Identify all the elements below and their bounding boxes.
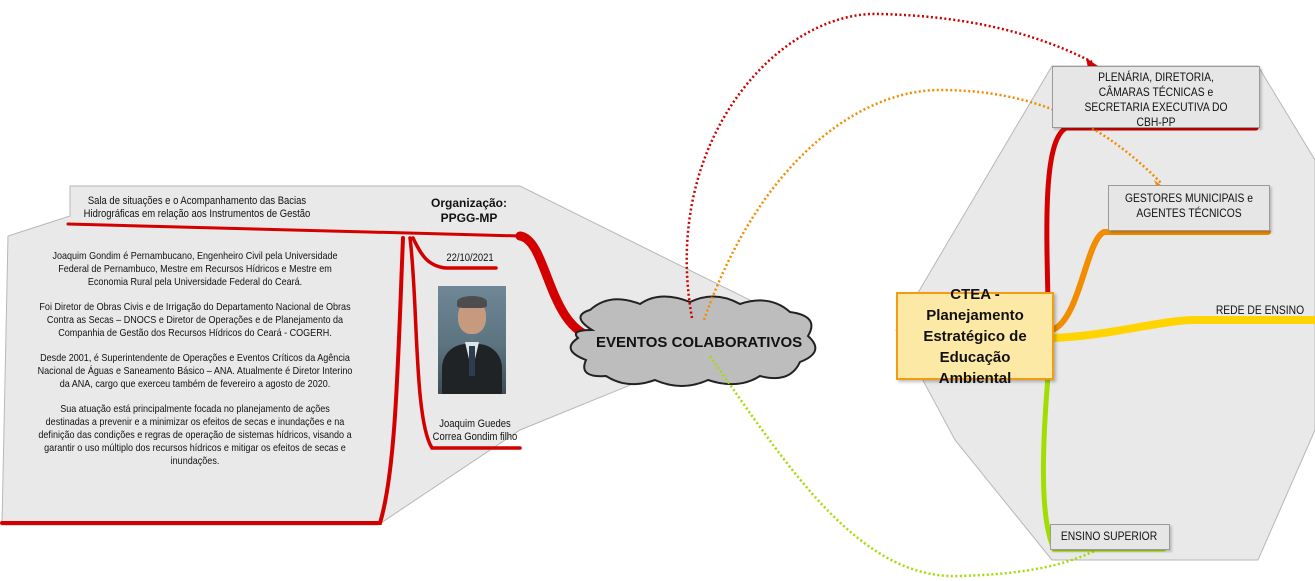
red-arrowhead <box>1086 58 1098 68</box>
topic-connector <box>66 222 522 238</box>
gestores-box[interactable] <box>1108 185 1270 231</box>
bio-branch <box>0 236 405 525</box>
organization-label: Organização: PPGG-MP <box>430 196 508 225</box>
gestores-label: GESTORES MUNICIPAIS e AGENTES TÉCNICOS <box>1124 191 1254 220</box>
person-branch <box>408 236 522 450</box>
central-topic[interactable]: CTEA - Planejamento Estratégico de Educa… <box>896 286 1054 387</box>
bio-text: Joaquim Gondim é Pernambucano, Engenheir… <box>38 250 353 480</box>
plenaria-connector <box>1044 125 1259 303</box>
hub-label[interactable]: EVENTOS COLABORATIVOS <box>596 334 803 351</box>
plenaria-box[interactable] <box>1052 66 1260 128</box>
bio-paragraph: Joaquim Gondim é Pernambucano, Engenheir… <box>52 250 338 288</box>
orange-dotted-link <box>702 88 1163 321</box>
left-connector-lines <box>0 222 601 525</box>
photo-tie <box>469 346 475 376</box>
photo-hair <box>457 296 487 308</box>
bio-paragraph: Desde 2001, é Superintendente de Operaçõ… <box>37 352 353 390</box>
plenaria-label: PLENÁRIA, DIRETORIA, CÂMARAS TÉCNICAS e … <box>1084 70 1228 129</box>
bio-paragraph: Sua atuação está principalmente focada n… <box>38 403 352 467</box>
topic-label[interactable]: Sala de situações e o Acompanhamento das… <box>83 195 311 220</box>
green-dotted-link <box>708 355 1101 578</box>
red-dotted-link <box>685 12 1093 319</box>
ensino-label: ENSINO SUPERIOR <box>1060 529 1158 543</box>
hub-cloud-shape[interactable] <box>569 295 817 387</box>
central-topic-label: CTEA - Planejamento Estratégico de Educa… <box>923 285 1027 387</box>
dotted-cross-links <box>685 12 1163 578</box>
rede-connector <box>1048 316 1315 342</box>
bio-paragraph: Foi Diretor de Obras Civis e de Irrigaçã… <box>39 301 351 339</box>
date-underline <box>411 236 498 270</box>
person-name-label: Joaquim Guedes Correa Gondim filho <box>432 418 518 443</box>
rede-label[interactable]: REDE DE ENSINO <box>1215 303 1305 317</box>
speaker-photo <box>438 286 506 394</box>
ensino-box[interactable] <box>1050 524 1170 550</box>
date-label: 22/10/2021 <box>446 252 494 264</box>
gestores-connector <box>1049 229 1271 333</box>
